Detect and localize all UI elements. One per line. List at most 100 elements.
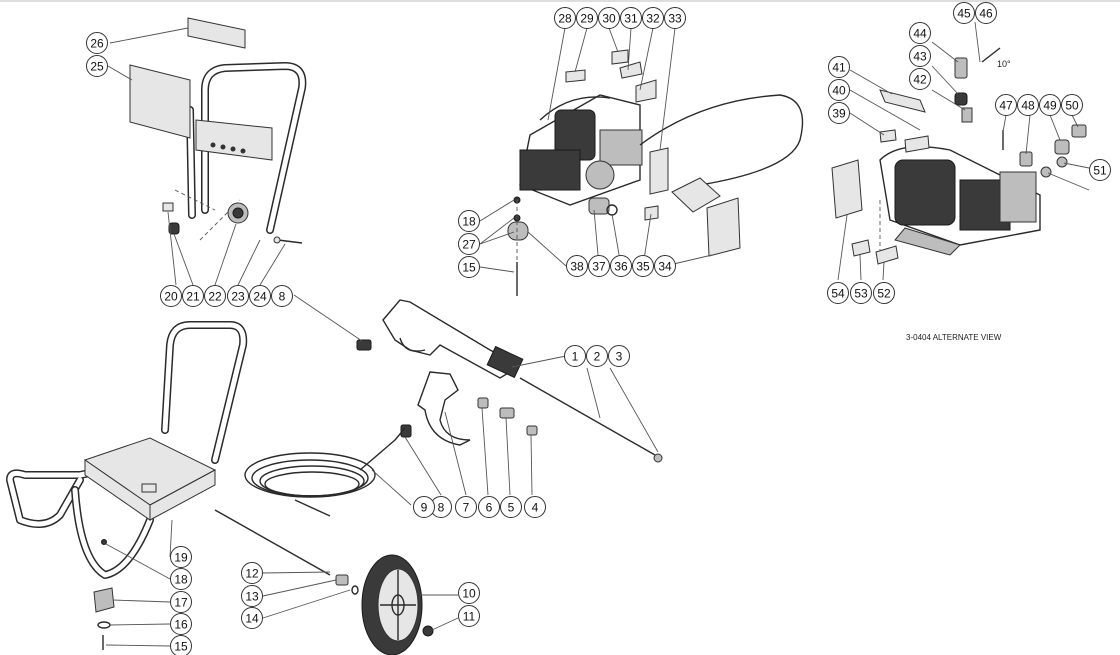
callout-31: 31 xyxy=(620,7,642,29)
callout-circle xyxy=(1089,159,1111,181)
handle-assembly xyxy=(107,17,307,286)
callout-circle xyxy=(654,255,676,277)
callout-number: 46 xyxy=(979,7,993,21)
callout-circle xyxy=(1061,94,1083,116)
callout-19: 19 xyxy=(170,546,192,568)
callout-48: 48 xyxy=(1017,94,1039,116)
callout-41: 41 xyxy=(828,56,850,78)
callout-number: 47 xyxy=(999,99,1013,113)
callout-number: 20 xyxy=(164,290,178,304)
callout-circle xyxy=(249,285,271,307)
callout-37: 37 xyxy=(588,255,610,277)
callout-number: 12 xyxy=(245,567,259,581)
callout-circle xyxy=(620,7,642,29)
callout-3: 3 xyxy=(608,345,630,367)
callout-7: 7 xyxy=(455,496,477,518)
callout-number: 39 xyxy=(832,107,846,121)
callout-circle xyxy=(227,285,249,307)
callout-number: 17 xyxy=(174,596,188,610)
callout-28: 28 xyxy=(554,7,576,29)
callout-35: 35 xyxy=(632,255,654,277)
callout-circle xyxy=(458,605,480,627)
callout-5: 5 xyxy=(500,496,522,518)
foot-part xyxy=(93,587,115,613)
callout-15-repeat: 15 xyxy=(458,256,480,278)
decal-part xyxy=(187,17,246,49)
panel-part xyxy=(129,64,191,139)
callout-number: 24 xyxy=(253,290,267,304)
callout-circle xyxy=(458,582,480,604)
callout-14: 14 xyxy=(241,607,263,629)
callout-23: 23 xyxy=(227,285,249,307)
callout-circle xyxy=(576,7,598,29)
callout-number: 28 xyxy=(558,12,572,26)
callout-number: 30 xyxy=(602,12,616,26)
callout-number: 6 xyxy=(486,501,493,515)
callout-54: 54 xyxy=(827,282,849,304)
callout-number: 26 xyxy=(90,37,104,51)
callout-number: 49 xyxy=(1043,99,1057,113)
callout-46: 46 xyxy=(975,2,997,24)
callout-number: 53 xyxy=(854,287,868,301)
callout-52: 52 xyxy=(873,282,895,304)
callout-number: 34 xyxy=(658,260,672,274)
callout-circle xyxy=(170,635,192,655)
callout-circle xyxy=(828,102,850,124)
callout-circle xyxy=(204,285,226,307)
callout-circle xyxy=(170,546,192,568)
callout-circle xyxy=(909,22,931,44)
callout-circle xyxy=(564,345,586,367)
callout-circle xyxy=(664,7,686,29)
callout-circle xyxy=(86,55,108,77)
callout-16: 16 xyxy=(170,613,192,635)
callout-34: 34 xyxy=(654,255,676,277)
callout-number: 7 xyxy=(463,501,470,515)
callout-50: 50 xyxy=(1061,94,1083,116)
callout-circle xyxy=(241,607,263,629)
callout-51: 51 xyxy=(1089,159,1111,181)
callout-circle xyxy=(241,585,263,607)
callout-number: 5 xyxy=(508,501,515,515)
callout-number: 23 xyxy=(231,290,245,304)
callout-13: 13 xyxy=(241,585,263,607)
callout-circle xyxy=(271,285,293,307)
callout-number: 25 xyxy=(90,60,104,74)
callout-29: 29 xyxy=(576,7,598,29)
callout-53: 53 xyxy=(850,282,872,304)
callout-2: 2 xyxy=(586,345,608,367)
frame-assembly xyxy=(6,321,248,650)
callout-47: 47 xyxy=(995,94,1017,116)
callout-number: 36 xyxy=(614,260,628,274)
callout-number: 45 xyxy=(957,7,971,21)
switch-box xyxy=(671,177,721,213)
callout-number: 48 xyxy=(1021,99,1035,113)
callout-number: 31 xyxy=(624,12,638,26)
callout-circle xyxy=(909,68,931,90)
callout-number: 22 xyxy=(208,290,222,304)
callout-circle xyxy=(500,496,522,518)
callout-number: 15 xyxy=(174,640,188,654)
angle-label: 10° xyxy=(997,59,1011,69)
callout-10: 10 xyxy=(458,582,480,604)
callout-number: 16 xyxy=(174,618,188,632)
callout-6: 6 xyxy=(478,496,500,518)
callout-circle xyxy=(598,7,620,29)
callout-number: 43 xyxy=(913,50,927,64)
callout-circle xyxy=(608,345,630,367)
callout-circle xyxy=(1017,94,1039,116)
callout-circle xyxy=(642,7,664,29)
callout-30: 30 xyxy=(598,7,620,29)
callout-circle xyxy=(170,568,192,590)
callout-25: 25 xyxy=(86,55,108,77)
callout-number: 52 xyxy=(877,287,891,301)
callout-circle xyxy=(909,45,931,67)
callout-number: 18 xyxy=(174,573,188,587)
callout-circle xyxy=(170,613,192,635)
decal-panel xyxy=(831,159,863,219)
callout-number: 19 xyxy=(174,551,188,565)
alternate-view-caption: 3-0404 ALTERNATE VIEW xyxy=(906,333,1002,342)
callout-number: 54 xyxy=(831,287,845,301)
callout-18: 18 xyxy=(170,568,192,590)
